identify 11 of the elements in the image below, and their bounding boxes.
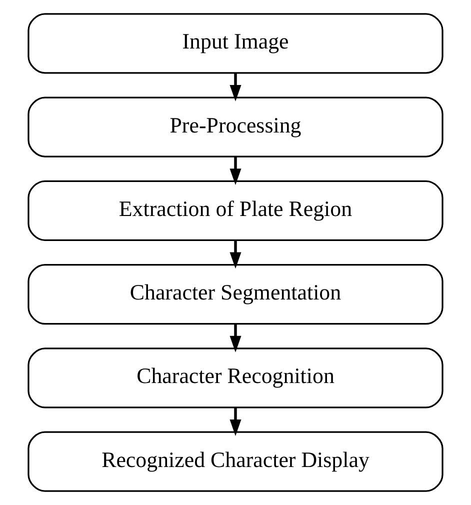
- node-box: Pre-Processing: [28, 96, 444, 158]
- arrow: [230, 324, 242, 352]
- node-box: Character Recognition: [28, 348, 444, 408]
- node-box: Extraction of Plate Region: [28, 180, 444, 241]
- node-box: Recognized Character Display: [28, 431, 444, 492]
- node-box: Input Image: [28, 13, 444, 74]
- arrow: [230, 73, 242, 102]
- arrow: [230, 156, 242, 186]
- node-box: Character Segmentation: [28, 264, 444, 325]
- arrow: [230, 240, 242, 269]
- arrow: [230, 408, 242, 436]
